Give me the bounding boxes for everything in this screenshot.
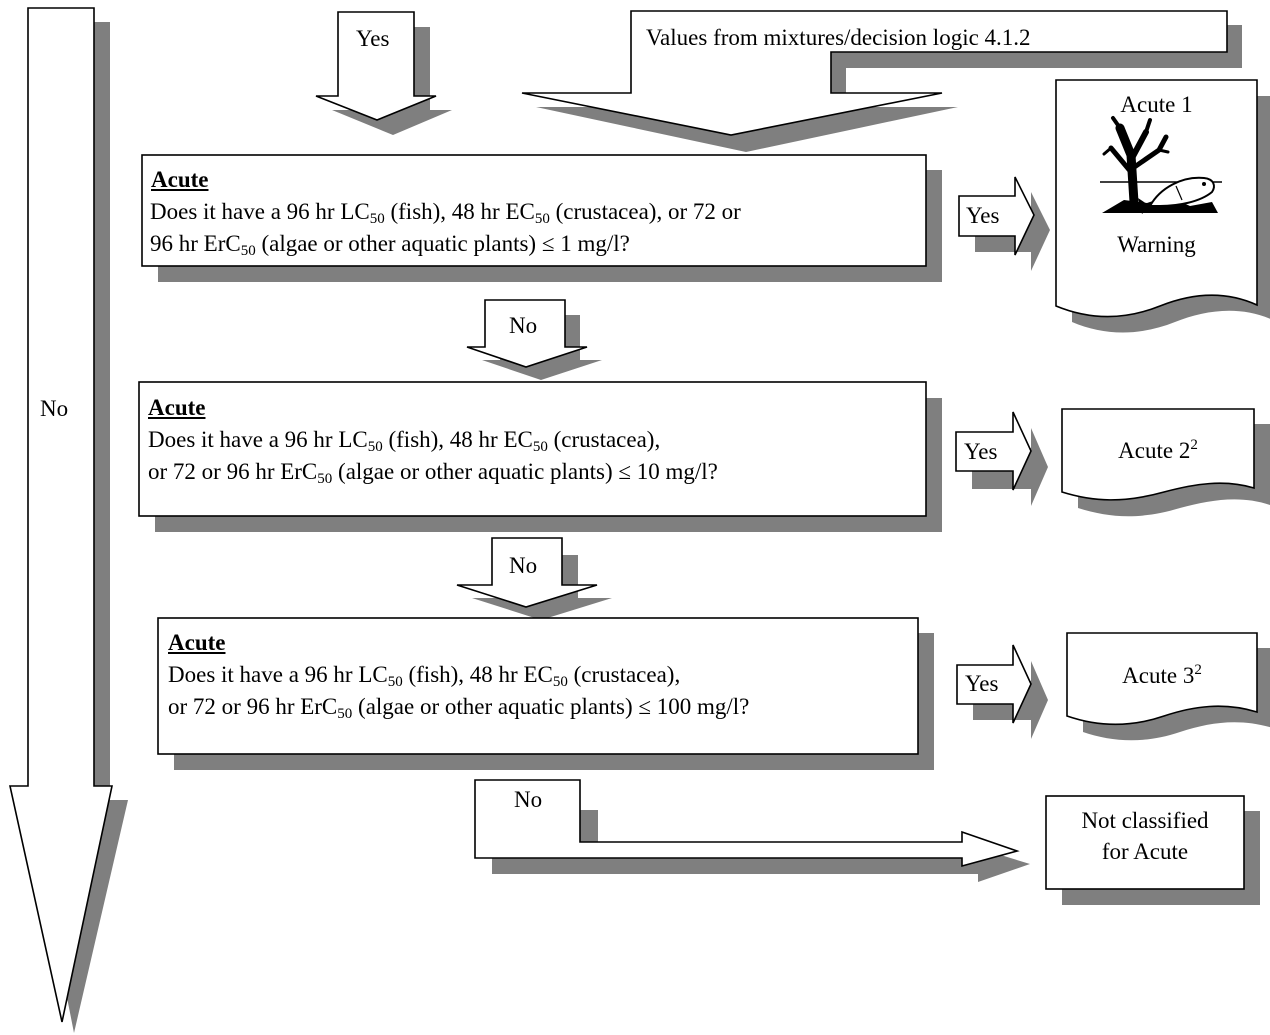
no-arrow-2 (456, 537, 598, 608)
acute2-title: Acute 22 (1118, 437, 1198, 464)
yes-arrow-2 (955, 411, 1032, 491)
left-no-label: No (40, 396, 69, 421)
question-box-2 (138, 381, 927, 517)
yes-arrow-3-label: Yes (965, 671, 999, 696)
no-arrow-1-label: No (509, 313, 538, 338)
question-3-line2: or 72 or 96 hr ErC50 (algae or other aqu… (168, 694, 750, 722)
mixtures-label: Values from mixtures/decision logic 4.1.… (646, 25, 1031, 50)
no-arrow-1 (466, 299, 588, 368)
question-1-heading: Acute (151, 167, 209, 192)
question-3-heading: Acute (168, 630, 226, 655)
question-1-line1: Does it have a 96 hr LC50 (fish), 48 hr … (150, 199, 741, 227)
acute2-card (1061, 408, 1255, 501)
question-2-line2: or 72 or 96 hr ErC50 (algae or other aqu… (148, 459, 718, 487)
top-yes-label: Yes (356, 26, 390, 51)
no-connector-shadow (492, 810, 1030, 882)
question-box-3 (157, 617, 919, 755)
question-1-line2: 96 hr ErC50 (algae or other aquatic plan… (150, 231, 630, 259)
yes-arrow-1-label: Yes (966, 203, 1000, 228)
no-connector (474, 779, 1020, 868)
question-2-heading: Acute (148, 395, 206, 420)
acute3-card (1066, 632, 1258, 726)
left-no-arrow (9, 7, 113, 1023)
question-3-line1: Does it have a 96 hr LC50 (fish), 48 hr … (168, 662, 681, 690)
acute1-title: Acute 1 (1120, 92, 1193, 117)
yes-arrow-1 (958, 176, 1035, 256)
no-arrow-2-label: No (509, 553, 538, 578)
mixtures-arrow (521, 10, 1228, 136)
top-yes-arrow (315, 11, 437, 121)
environment-hazard-icon (1100, 116, 1222, 214)
not-classified-card (1045, 795, 1245, 890)
yes-arrow-2-label: Yes (964, 439, 998, 464)
acute1-signal-word: Warning (1117, 232, 1196, 257)
question-box-1 (141, 154, 927, 267)
acute3-title: Acute 32 (1122, 662, 1202, 689)
question-2-line1: Does it have a 96 hr LC50 (fish), 48 hr … (148, 427, 661, 455)
no-connector-label: No (514, 787, 543, 812)
yes-arrow-3 (956, 644, 1032, 724)
